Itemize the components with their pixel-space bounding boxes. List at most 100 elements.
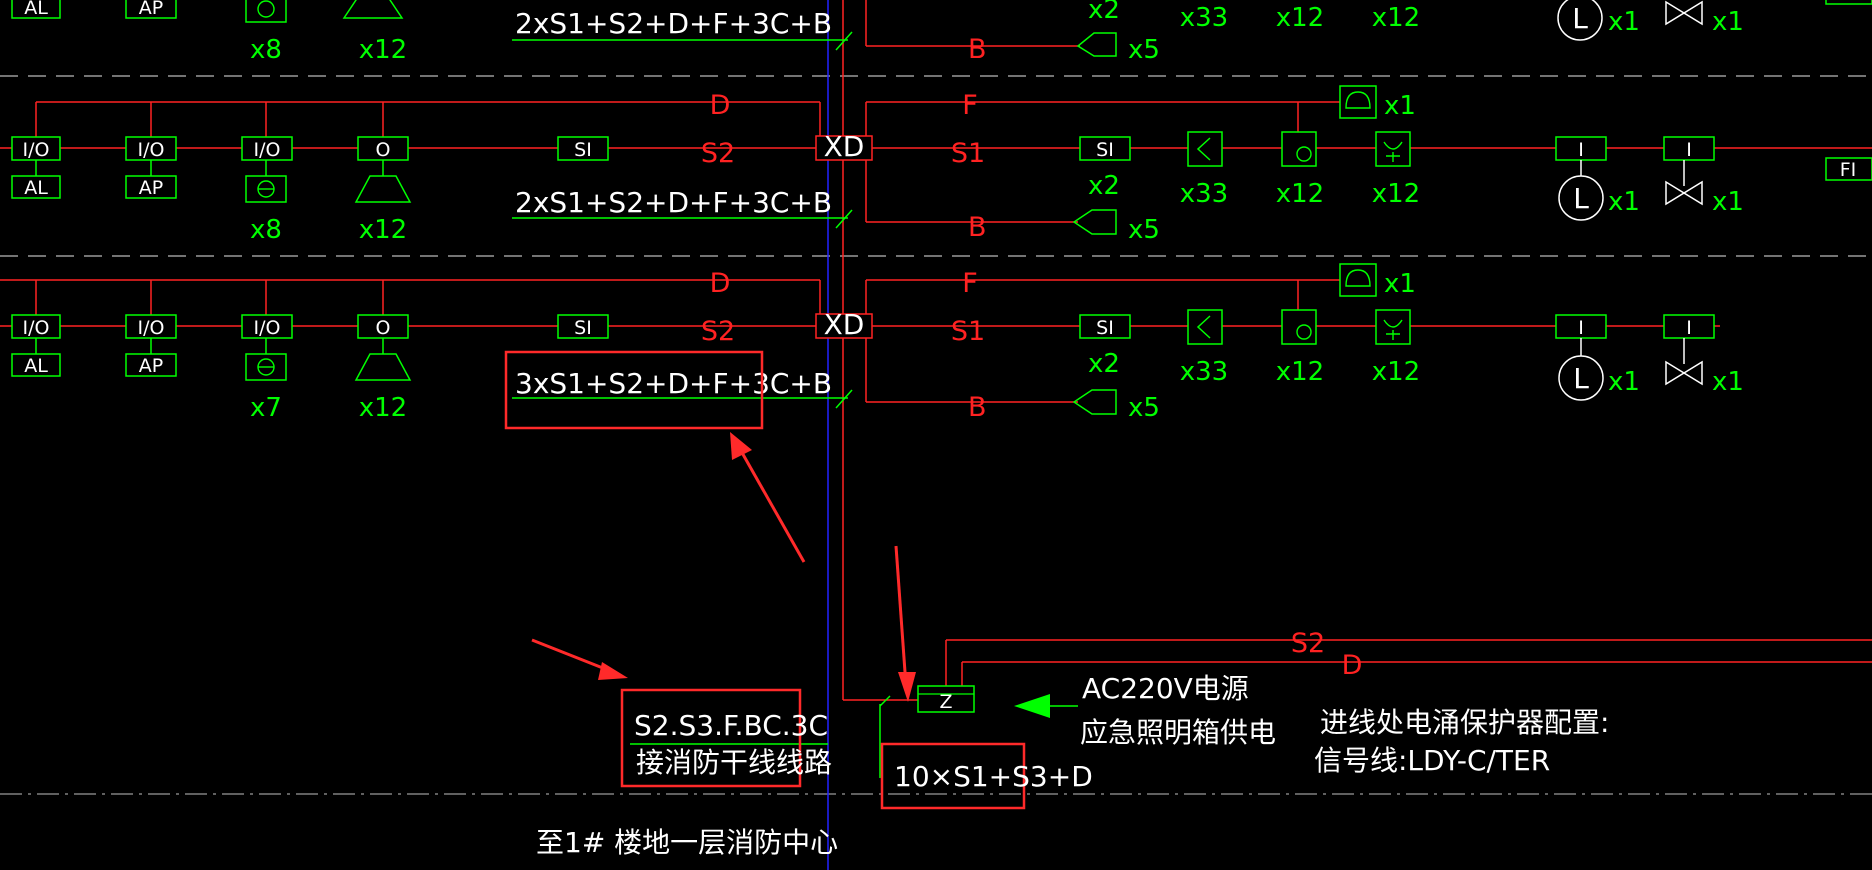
device-count: x12 bbox=[1276, 3, 1324, 33]
device-count: x33 bbox=[1180, 179, 1228, 209]
wire-label-s2: S2 bbox=[701, 316, 735, 347]
module-label: AP bbox=[139, 355, 163, 377]
annotation-arrow bbox=[734, 441, 806, 563]
alarm-module-box bbox=[125, 175, 177, 199]
cable-tick bbox=[835, 31, 853, 51]
cable-tick bbox=[835, 209, 853, 229]
highlight-box-z-cable bbox=[880, 742, 1026, 810]
heat-detector-icon bbox=[354, 353, 412, 381]
module-label: FI bbox=[1840, 159, 1857, 181]
cable-tick bbox=[879, 695, 891, 707]
device-count: x1 bbox=[1384, 269, 1416, 299]
device-count: x12 bbox=[359, 393, 407, 423]
panel-label: XD bbox=[824, 308, 865, 341]
module-label: SI bbox=[1096, 317, 1114, 339]
floor-middle-section: D S2 I/O I/O I/O O SI AL AP x8 x12 bbox=[0, 85, 1872, 245]
module-label: I/O bbox=[138, 317, 165, 339]
power-source-label: AC220V电源 bbox=[1082, 672, 1249, 705]
highlight-box-trunk bbox=[504, 350, 764, 430]
heat-detector-icon bbox=[354, 175, 412, 203]
module-label: I/O bbox=[23, 139, 50, 161]
hydrant-button-icon bbox=[1383, 319, 1403, 340]
wire-label-d: D bbox=[1342, 650, 1363, 681]
wire-label-s2: S2 bbox=[701, 138, 735, 169]
fire-phone-icon bbox=[1339, 85, 1377, 119]
annotation-arrow-head bbox=[730, 432, 752, 460]
trunk-cable-label: 3xS1+S2+D+F+3C+B bbox=[515, 367, 832, 400]
device-count: x12 bbox=[1372, 179, 1420, 209]
io-module-box bbox=[241, 314, 293, 339]
floor-lower-section: D S2 I/O I/O I/O O SI AL AP x7 x12 3xS1+… bbox=[0, 263, 1744, 430]
fire-trunk-code: S2.S3.F.BC.3C bbox=[634, 709, 828, 742]
device-count: x12 bbox=[1276, 357, 1324, 387]
device-count: x12 bbox=[359, 35, 407, 65]
input-module-box bbox=[1663, 136, 1715, 161]
edge-module-box bbox=[1825, 157, 1872, 181]
short-isolator-box bbox=[557, 136, 609, 161]
smoke-detector-icon bbox=[245, 175, 287, 203]
module-label: AL bbox=[24, 0, 48, 19]
device-count: x1 bbox=[1608, 187, 1640, 217]
module-label: I bbox=[1686, 317, 1692, 339]
annotation-arrow bbox=[894, 545, 908, 687]
bottom-section: S2 D Z AC220V电源 应急照明箱供电 进线处电涌保护器配置: 信号线:… bbox=[531, 432, 1872, 859]
trunk-cable-label: 2xS1+S2+D+F+3C+B bbox=[515, 186, 832, 219]
floor-top-section: AL AP x8 x12 2xS1+S2+D+F+3C+B B x5 x2 x3… bbox=[11, 0, 1872, 65]
surge-config-value: 信号线:LDY-C/TER bbox=[1314, 744, 1550, 777]
valve-icon bbox=[1665, 180, 1703, 206]
device-count: x12 bbox=[1372, 357, 1420, 387]
module-label: SI bbox=[1096, 139, 1114, 161]
module-label: O bbox=[376, 139, 391, 161]
device-count: x1 bbox=[1712, 7, 1744, 37]
wire-label-s1: S1 bbox=[951, 138, 985, 169]
smoke-detector-icon bbox=[257, 0, 275, 18]
device-count: x5 bbox=[1128, 35, 1160, 65]
lamp-icon bbox=[1558, 175, 1604, 221]
smoke-sensor-icon bbox=[1196, 315, 1211, 339]
smoke-detector-icon bbox=[245, 353, 287, 381]
io-module-box bbox=[241, 136, 293, 161]
device-count: x2 bbox=[1088, 0, 1120, 25]
smoke-sensor-icon bbox=[1187, 309, 1223, 345]
lamp-icon-letter: L bbox=[1573, 362, 1589, 395]
trunk-cable-label: 2xS1+S2+D+F+3C+B bbox=[515, 7, 832, 40]
annotation-arrow-head bbox=[598, 662, 628, 680]
wire-label-s1: S1 bbox=[951, 316, 985, 347]
fire-phone-icon bbox=[1339, 263, 1377, 297]
short-isolator-box bbox=[557, 314, 609, 339]
module-label: AL bbox=[24, 177, 48, 199]
device-count: x5 bbox=[1128, 393, 1160, 423]
wire-label-f: F bbox=[962, 268, 978, 299]
smoke-sensor-icon bbox=[1187, 131, 1223, 167]
module-label: AP bbox=[139, 0, 163, 19]
module-label: SI bbox=[574, 317, 592, 339]
surge-config-title: 进线处电涌保护器配置: bbox=[1320, 706, 1609, 739]
cable-tick bbox=[835, 389, 853, 409]
device-count: x12 bbox=[359, 215, 407, 245]
alarm-module-box bbox=[125, 353, 177, 377]
module-label: I bbox=[1578, 139, 1584, 161]
module-label: I bbox=[1578, 317, 1584, 339]
module-label: O bbox=[376, 317, 391, 339]
lamp-icon-letter: L bbox=[1573, 182, 1589, 215]
hydrant-button-icon bbox=[1383, 141, 1403, 162]
annotation-arrow-head bbox=[898, 672, 916, 702]
device-count: x1 bbox=[1384, 91, 1416, 121]
module-label: I/O bbox=[23, 317, 50, 339]
lamp-icon bbox=[1558, 355, 1604, 401]
device-count: x1 bbox=[1608, 7, 1640, 37]
device-count: x8 bbox=[250, 35, 282, 65]
edge-module-box bbox=[1825, 0, 1872, 5]
device-count: x2 bbox=[1088, 349, 1120, 379]
lamp-icon-letter: L bbox=[1572, 2, 1588, 35]
alarm-module-box bbox=[11, 353, 61, 377]
valve-icon bbox=[1665, 0, 1703, 26]
device-count: x5 bbox=[1128, 215, 1160, 245]
short-isolator-box bbox=[1079, 314, 1131, 339]
module-box bbox=[125, 0, 177, 19]
module-label: I/O bbox=[138, 139, 165, 161]
device-count: x1 bbox=[1712, 367, 1744, 397]
device-count: x33 bbox=[1180, 357, 1228, 387]
wire-label-s2: S2 bbox=[1291, 628, 1325, 659]
